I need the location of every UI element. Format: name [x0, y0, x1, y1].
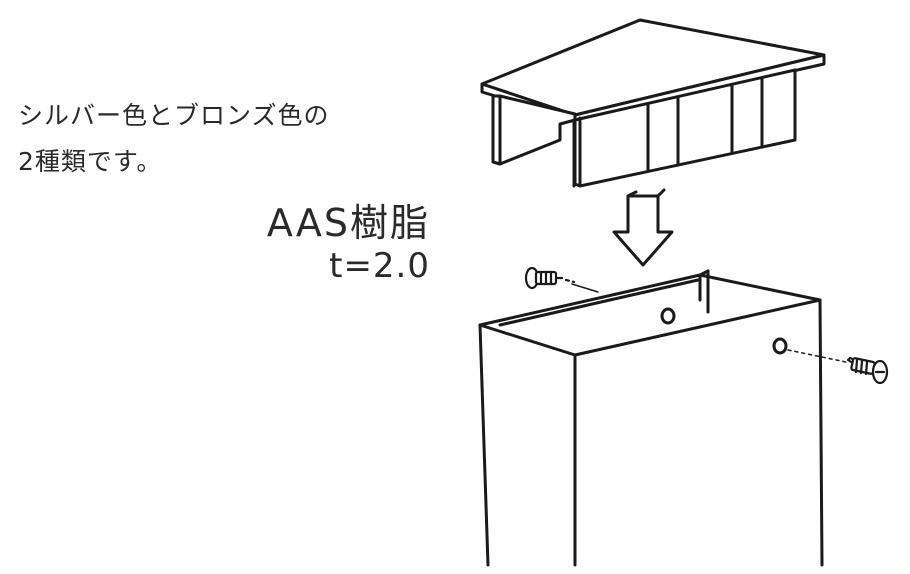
post-body — [478, 269, 824, 567]
caption-line-2: 2種類です。 — [18, 147, 163, 176]
cap-part — [480, 18, 826, 188]
material-thickness: t=2.0 — [329, 246, 430, 286]
screw-icon-left — [524, 266, 599, 293]
material-name: AAS樹脂 — [266, 201, 430, 245]
caption-line-1: シルバー色とブロンズ色の — [18, 101, 330, 130]
down-arrow-icon — [612, 188, 674, 267]
screw-icon-right — [787, 349, 889, 385]
